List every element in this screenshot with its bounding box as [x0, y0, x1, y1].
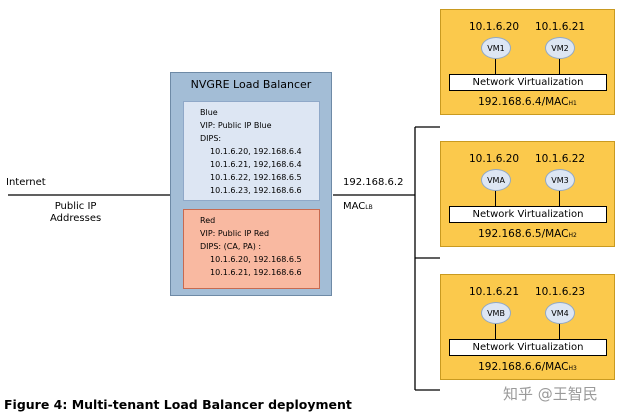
- tenant-blue-dips-label: DIPS:: [200, 134, 222, 143]
- vm-node: VM4: [545, 302, 575, 324]
- host-1-pa-label: 192.168.6.4/MACH1: [478, 96, 577, 108]
- host-3-pa-label: 192.168.6.6/MACH3: [478, 361, 577, 373]
- tenant-blue-dip-row: 10.1.6.20, 192.168.6.4: [210, 147, 302, 156]
- network-virtualization-box: Network Virtualization: [449, 339, 607, 356]
- vm-node: VM2: [545, 37, 575, 59]
- host-3-box: 10.1.6.21 10.1.6.23 VMB VM4 Network Virt…: [440, 274, 615, 380]
- network-virtualization-box: Network Virtualization: [449, 74, 607, 91]
- vm-node: VM3: [545, 169, 575, 191]
- tenant-red-dip-row: 10.1.6.21, 192.168.6.6: [210, 268, 302, 277]
- load-balancer-box: NVGRE Load Balancer Blue VIP: Public IP …: [170, 72, 332, 296]
- tenant-red-name: Red: [200, 216, 216, 225]
- tenant-red-box: Red VIP: Public IP Red DIPS: (CA, PA) : …: [183, 209, 320, 289]
- host-2-pa-label: 192.168.6.5/MACH2: [478, 228, 577, 240]
- tenant-red-dip-row: 10.1.6.20, 192.168.6.5: [210, 255, 302, 264]
- host-1-ip-right: 10.1.6.21: [535, 21, 586, 33]
- tenant-blue-dip-row: 10.1.6.22, 192.168.6.5: [210, 173, 302, 182]
- vm-node: VMB: [481, 302, 511, 324]
- tenant-red-dips-label: DIPS: (CA, PA) :: [200, 242, 262, 251]
- watermark: 知乎 @王智民: [503, 385, 598, 403]
- public-ip-addresses-label: Public IP Addresses: [50, 201, 102, 224]
- tenant-blue-vip: VIP: Public IP Blue: [200, 121, 272, 130]
- lb-ip-label: 192.168.6.2: [343, 177, 404, 188]
- vm-node: VMA: [481, 169, 511, 191]
- tenant-blue-dip-row: 10.1.6.21, 192,168.6.4: [210, 160, 302, 169]
- tenant-blue-name: Blue: [200, 108, 218, 117]
- internet-label: Internet: [6, 177, 46, 188]
- host-3-ip-left: 10.1.6.21: [469, 286, 520, 298]
- host-2-ip-left: 10.1.6.20: [469, 153, 520, 165]
- tenant-blue-box: Blue VIP: Public IP Blue DIPS: 10.1.6.20…: [183, 101, 320, 201]
- vm-connector: [559, 59, 560, 74]
- host-2-box: 10.1.6.20 10.1.6.22 VMA VM3 Network Virt…: [440, 141, 615, 247]
- tenant-blue-dip-row: 10.1.6.23, 192.168.6.6: [210, 186, 302, 195]
- host-3-ip-right: 10.1.6.23: [535, 286, 586, 298]
- host-1-ip-left: 10.1.6.20: [469, 21, 520, 33]
- load-balancer-title: NVGRE Load Balancer: [190, 78, 312, 91]
- vm-connector: [495, 324, 496, 339]
- vm-connector: [495, 191, 496, 206]
- lb-mac-label: MACLB: [343, 201, 373, 212]
- host-1-box: 10.1.6.20 10.1.6.21 VM1 VM2 Network Virt…: [440, 9, 615, 115]
- vm-connector: [495, 59, 496, 74]
- network-virtualization-box: Network Virtualization: [449, 206, 607, 223]
- vm-connector: [559, 191, 560, 206]
- tenant-red-vip: VIP: Public IP Red: [200, 229, 270, 238]
- vm-node: VM1: [481, 37, 511, 59]
- host-2-ip-right: 10.1.6.22: [535, 153, 586, 165]
- figure-caption: Figure 4: Multi-tenant Load Balancer dep…: [4, 397, 352, 412]
- vm-connector: [559, 324, 560, 339]
